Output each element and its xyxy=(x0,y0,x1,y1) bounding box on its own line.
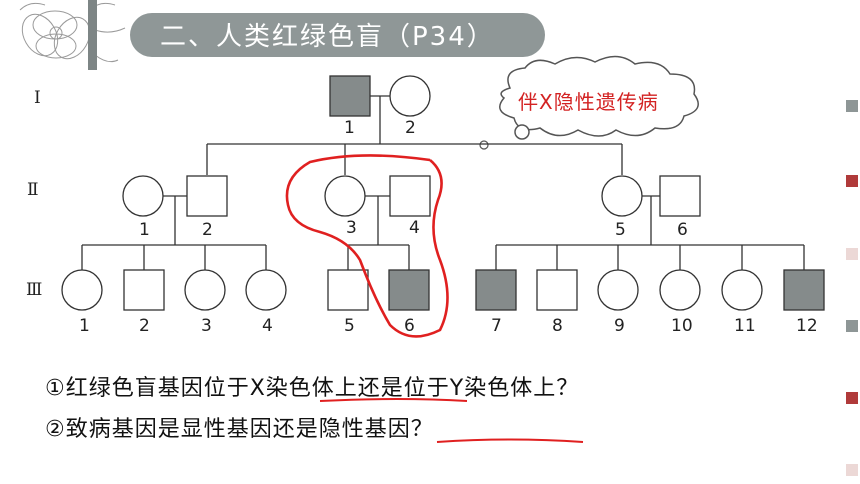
male-normal xyxy=(327,269,369,311)
gen3-number-12: 12 xyxy=(796,316,818,336)
male-affected xyxy=(329,75,371,117)
male-normal xyxy=(123,269,165,311)
side-marker xyxy=(846,320,858,332)
female-normal xyxy=(601,175,643,217)
side-marker xyxy=(846,464,858,476)
male-normal xyxy=(659,175,701,217)
question-1: ①红绿色盲基因位于X染色体上还是位于Y染色体上？ xyxy=(45,376,580,401)
female-normal xyxy=(122,175,164,217)
male-affected xyxy=(783,269,825,311)
female-normal xyxy=(389,75,431,117)
male-normal xyxy=(389,175,431,217)
generation-label-3: Ⅲ xyxy=(26,280,43,300)
female-normal xyxy=(597,269,639,311)
gen1-number-1: 1 xyxy=(344,118,355,138)
female-normal xyxy=(61,269,103,311)
title-text: 二、人类红绿色盲（P34） xyxy=(160,22,495,52)
gen3-number-2: 2 xyxy=(139,316,150,336)
female-normal xyxy=(324,175,366,217)
gen3-number-6: 6 xyxy=(404,316,415,336)
generation-label-2: Ⅱ xyxy=(27,180,39,200)
flower-decoration xyxy=(19,0,126,70)
underline-recessive-gene xyxy=(436,438,584,443)
gen1-number-2: 2 xyxy=(405,118,416,138)
male-affected xyxy=(475,269,517,311)
gen3-number-3: 3 xyxy=(201,316,212,336)
male-normal xyxy=(536,269,578,311)
gen2-number-2: 2 xyxy=(202,220,213,240)
male-affected xyxy=(388,269,430,311)
cloud-label: 伴X隐性遗传病 xyxy=(518,90,659,114)
side-marker xyxy=(846,100,858,112)
title-banner xyxy=(130,13,545,57)
gen3-number-11: 11 xyxy=(734,316,756,336)
gen3-number-7: 7 xyxy=(491,316,502,336)
gen3-number-5: 5 xyxy=(344,316,355,336)
side-marker xyxy=(846,248,858,260)
female-normal xyxy=(721,269,763,311)
gen2-number-6: 6 xyxy=(677,220,688,240)
gen3-number-10: 10 xyxy=(671,316,693,336)
generation-label-1: Ⅰ xyxy=(34,88,41,108)
gen3-number-9: 9 xyxy=(614,316,625,336)
pedigree-chart xyxy=(61,75,825,338)
gen2-number-4: 4 xyxy=(409,218,420,238)
gen2-number-5: 5 xyxy=(615,220,626,240)
red-highlight-loop xyxy=(285,154,449,338)
gen2-number-3: 3 xyxy=(346,218,357,238)
gen3-number-4: 4 xyxy=(262,316,273,336)
female-normal xyxy=(659,269,701,311)
female-normal xyxy=(184,269,226,311)
thought-cloud xyxy=(479,55,699,150)
gen3-number-8: 8 xyxy=(552,316,563,336)
gen2-number-1: 1 xyxy=(139,220,150,240)
side-marker xyxy=(846,392,858,404)
question-2: ②致病基因是显性基因还是隐性基因？ xyxy=(45,417,434,442)
male-normal xyxy=(186,175,228,217)
gen3-number-1: 1 xyxy=(79,316,90,336)
side-marker xyxy=(846,175,858,187)
female-normal xyxy=(245,269,287,311)
